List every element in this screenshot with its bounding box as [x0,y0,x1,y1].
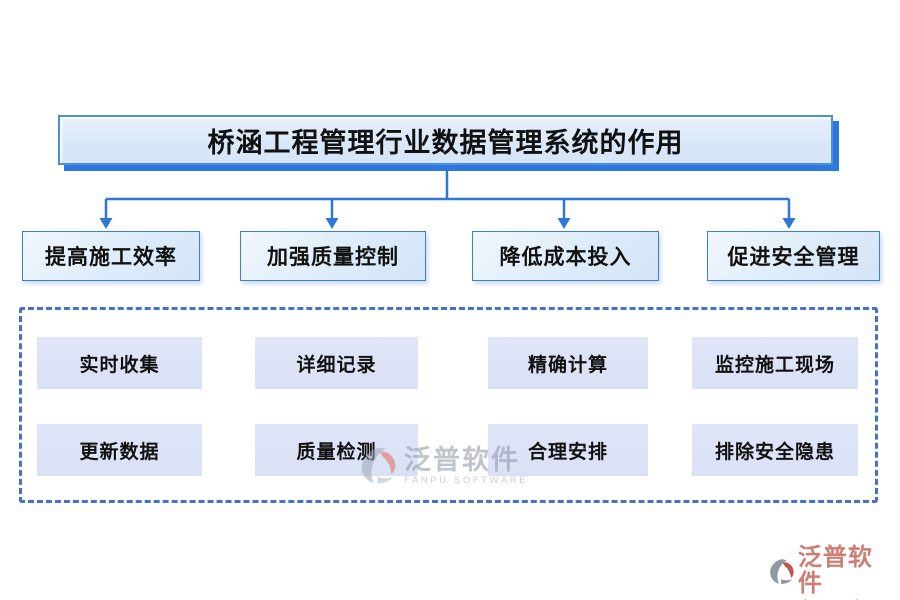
items-container [19,307,878,503]
item-label: 合理安排 [527,441,608,463]
item-box: 监控施工现场 [692,337,858,389]
branch-box-safety: 促进安全管理 [707,231,880,281]
website-url: www.fanpusoft.com [768,598,894,600]
item-box: 合理安排 [488,424,648,476]
arrow-down-icon [782,218,796,229]
arrow-down-icon [557,218,571,229]
branch-label: 促进安全管理 [727,245,860,269]
item-box: 精确计算 [488,337,648,389]
branch-box-efficiency: 提高施工效率 [22,231,200,281]
title-box: 桥涵工程管理行业数据管理系统的作用 [58,115,833,165]
item-label: 详细记录 [296,354,377,376]
item-box: 详细记录 [255,337,418,389]
arrow-down-icon [325,218,339,229]
item-label: 监控施工现场 [714,354,835,376]
branch-box-quality: 加强质量控制 [240,231,426,281]
footer-logo-name: 泛普软件 [797,545,873,597]
item-label: 更新数据 [79,441,160,463]
branch-label: 降低成本投入 [499,245,632,269]
item-box: 质量检测 [255,424,418,476]
item-box: 实时收集 [37,337,202,389]
page-title: 桥涵工程管理行业数据管理系统的作用 [207,127,684,158]
fanpu-logo-icon [770,558,794,584]
footer-logo: 泛普软件 www.fanpusoft.com [768,545,894,600]
branch-box-cost: 降低成本投入 [472,231,659,281]
footer-logo-row: 泛普软件 [768,545,894,597]
arrow-down-icon [99,218,113,229]
item-label: 实时收集 [79,354,160,376]
item-label: 精确计算 [527,354,608,376]
connector-lines [104,166,791,219]
item-box: 更新数据 [37,424,202,476]
item-box: 排除安全隐患 [692,424,858,476]
item-label: 排除安全隐患 [714,441,835,463]
branch-label: 加强质量控制 [267,245,399,269]
item-label: 质量检测 [296,441,377,463]
branch-label: 提高施工效率 [45,245,177,269]
